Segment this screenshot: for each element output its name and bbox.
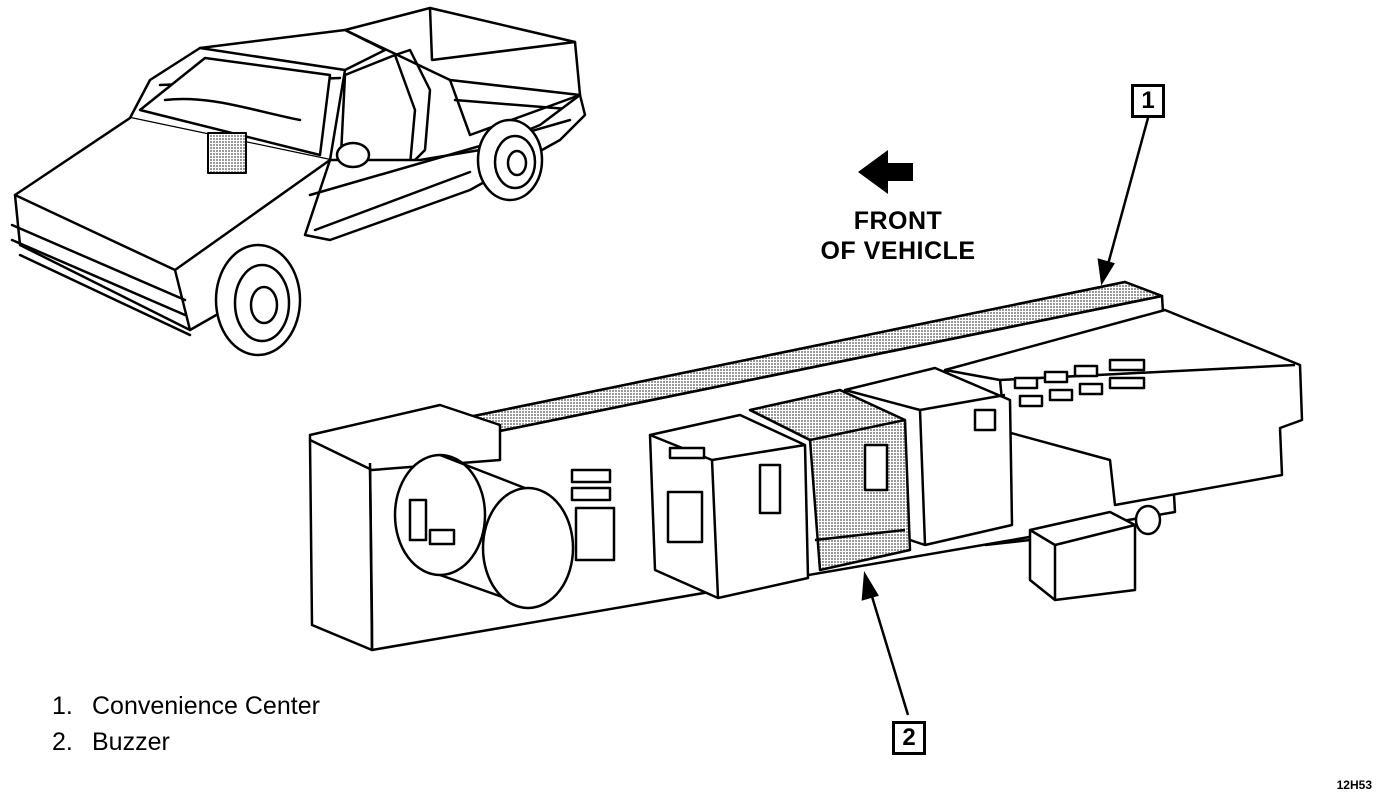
front-arrow-icon: [858, 150, 913, 194]
front-of-vehicle-label: FRONT OF VEHICLE: [808, 206, 988, 266]
callout-1-number: 1: [1141, 87, 1155, 114]
callout-2: 2: [892, 721, 926, 755]
callout-2-number: 2: [902, 724, 916, 751]
front-label-line2: OF VEHICLE: [820, 237, 976, 265]
legend-item: 1. Convenience Center: [52, 688, 320, 724]
legend: 1. Convenience Center 2. Buzzer: [52, 688, 320, 760]
pickup-truck-illustration: [10, 6, 587, 357]
convenience-center-illustration: [308, 280, 1304, 652]
legend-item: 2. Buzzer: [52, 724, 320, 760]
legend-item-number: 2.: [52, 728, 73, 756]
legend-item-text: Buzzer: [92, 728, 170, 756]
callout-1: 1: [1131, 84, 1165, 118]
legend-item-number: 1.: [52, 692, 73, 720]
legend-item-text: Convenience Center: [92, 692, 320, 720]
callout-leader-lines: [861, 117, 1150, 716]
front-label-line1: FRONT: [853, 207, 943, 235]
figure-code: 12H53: [1336, 778, 1372, 792]
